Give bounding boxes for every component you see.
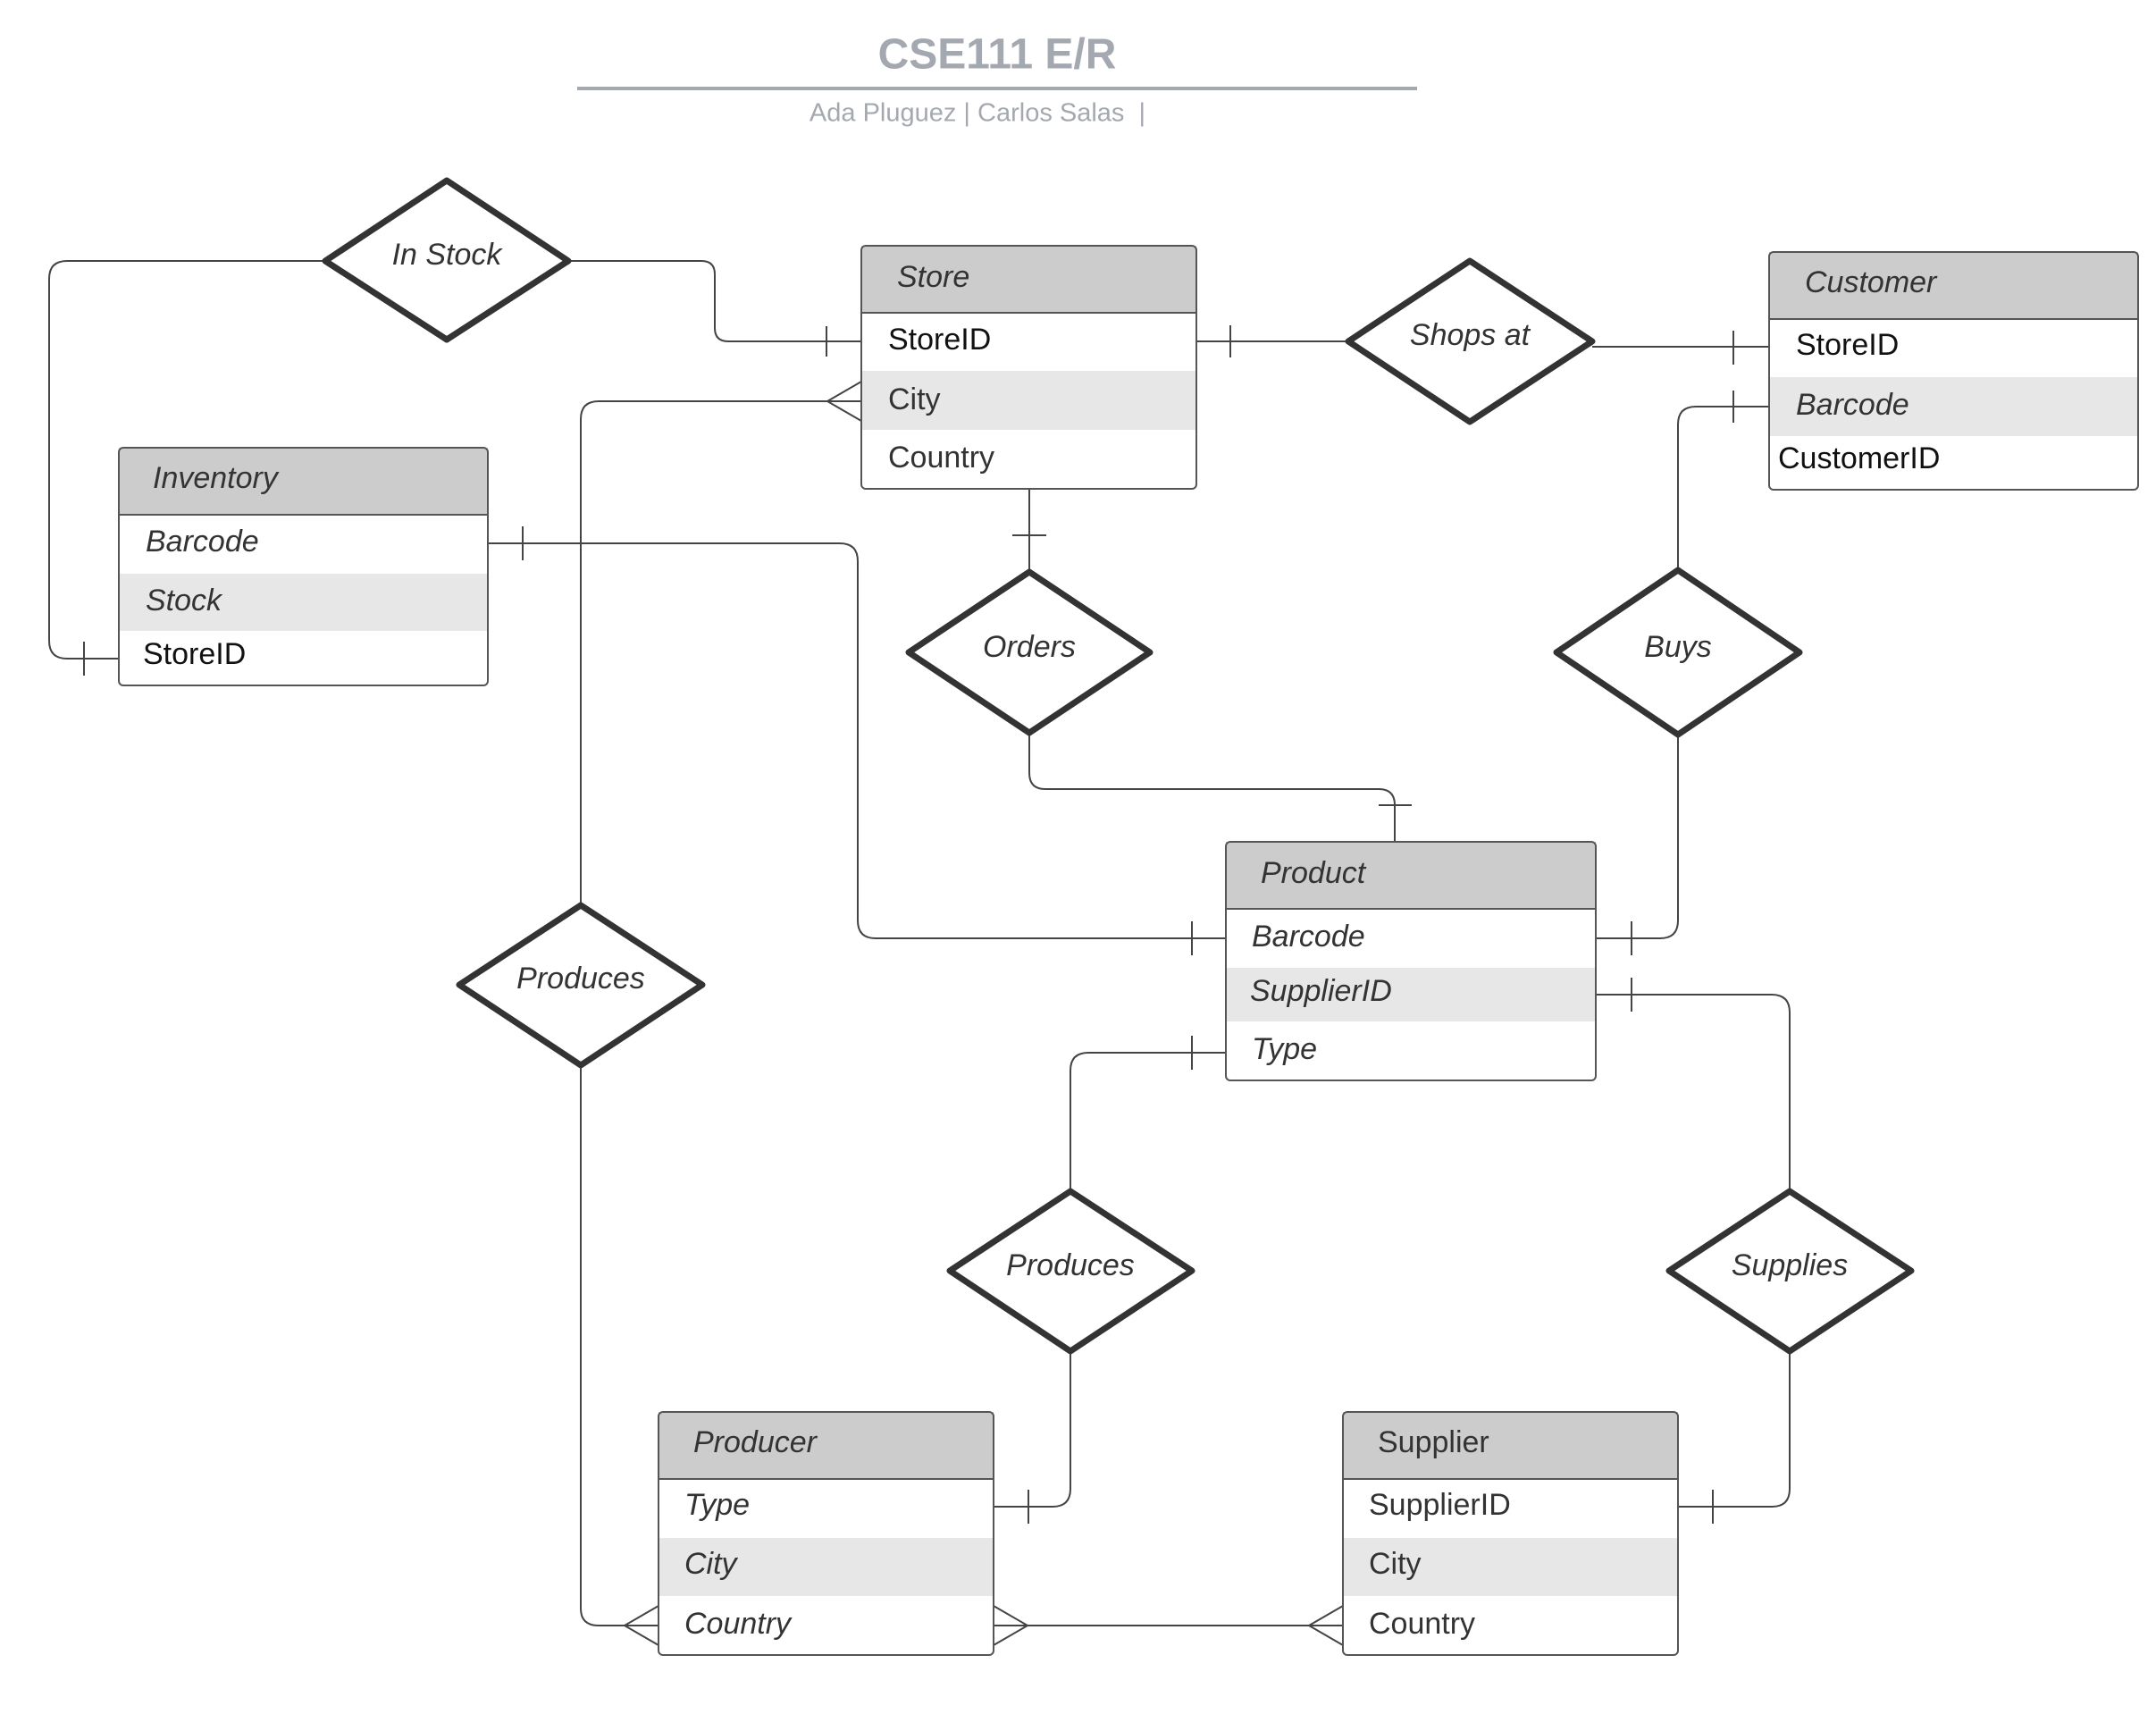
relationship-produces-right[interactable]: Produces [946, 1188, 1195, 1355]
relationship-supplies-label: Supplies [1732, 1248, 1848, 1282]
diagram-title: CSE111 E/R [878, 31, 1117, 79]
supplier-attr-country: Country [1369, 1607, 1475, 1641]
connector-customer-buys [1677, 406, 1769, 570]
product-attr-type: Type [1252, 1032, 1317, 1066]
diagram-subtitle: Ada Pluguez | Carlos Salas | [810, 99, 1145, 128]
crowfoot-producer-country-right [993, 1605, 1029, 1646]
relationship-orders[interactable]: Orders [905, 568, 1154, 736]
store-attr-city: City [888, 382, 941, 416]
connector-storecity-produces [580, 400, 861, 905]
inventory-attr-barcode: Barcode [146, 525, 259, 559]
customer-attr-customerid: CustomerID [1778, 441, 1940, 475]
entity-producer-title: Producer [693, 1425, 818, 1459]
producer-attr-city: City [684, 1547, 739, 1581]
inventory-attr-storeid: StoreID [143, 637, 246, 671]
relationship-in-stock[interactable]: In Stock [322, 177, 572, 343]
entity-supplier-title: Supplier [1378, 1425, 1489, 1459]
store-attr-country: Country [888, 441, 994, 475]
relationship-produces-left-label: Produces [516, 962, 645, 996]
connector-produces-producer-country [580, 1065, 659, 1626]
entity-customer-title: Customer [1805, 265, 1938, 299]
connector-produces-producer-type [994, 1351, 1071, 1508]
connector-product-produces [1070, 1052, 1226, 1191]
customer-attr-storeid: StoreID [1796, 328, 1899, 362]
entity-supplier[interactable]: Supplier SupplierID City Country [1342, 1411, 1679, 1656]
relationship-buys[interactable]: Buys [1553, 567, 1803, 738]
relationship-shops-at[interactable]: Shops at [1345, 257, 1596, 425]
connectors [48, 260, 1791, 1646]
entity-customer[interactable]: Customer StoreID Barcode CustomerID [1768, 251, 2139, 491]
connector-inventory-product [488, 542, 1226, 939]
crowfoot-producer-country-left [623, 1605, 659, 1646]
store-attr-storeid: StoreID [888, 323, 991, 357]
entity-store-title: Store [897, 260, 969, 294]
crowfoot-store-city [826, 381, 862, 422]
connector-orders-product [1028, 733, 1396, 842]
supplier-attr-supplierid: SupplierID [1369, 1488, 1511, 1522]
connector-instock-store [568, 260, 861, 342]
connector-product-supplies [1596, 994, 1791, 1191]
entity-producer[interactable]: Producer Type City Country [658, 1411, 994, 1656]
customer-attr-barcode: Barcode [1796, 388, 1909, 422]
product-attr-barcode: Barcode [1252, 920, 1365, 954]
producer-attr-type: Type [684, 1488, 750, 1522]
relationship-shops-at-label: Shops at [1410, 318, 1531, 352]
entity-product[interactable]: Product Barcode SupplierID Type [1225, 841, 1597, 1081]
entity-inventory-title: Inventory [153, 461, 280, 495]
relationship-buys-label: Buys [1644, 630, 1712, 664]
connector-supplies-supplier [1678, 1351, 1791, 1508]
producer-attr-country: Country [684, 1607, 793, 1641]
inventory-attr-stock: Stock [146, 584, 223, 618]
entity-product-title: Product [1261, 856, 1367, 890]
supplier-attr-city: City [1369, 1547, 1422, 1581]
relationship-supplies[interactable]: Supplies [1665, 1188, 1915, 1355]
connector-instock-inventory [48, 260, 325, 660]
entity-store[interactable]: Store StoreID City Country [860, 245, 1197, 490]
product-attr-supplierid: SupplierID [1250, 974, 1392, 1008]
relationship-produces-right-label: Produces [1006, 1248, 1135, 1282]
entity-inventory[interactable]: Inventory Barcode Stock StoreID [118, 447, 489, 686]
connector-buys-product [1596, 735, 1679, 939]
relationship-produces-left[interactable]: Produces [456, 902, 706, 1069]
relationship-orders-label: Orders [983, 630, 1076, 664]
crowfoot-supplier-country [1307, 1605, 1344, 1646]
relationship-in-stock-label: In Stock [392, 238, 504, 272]
